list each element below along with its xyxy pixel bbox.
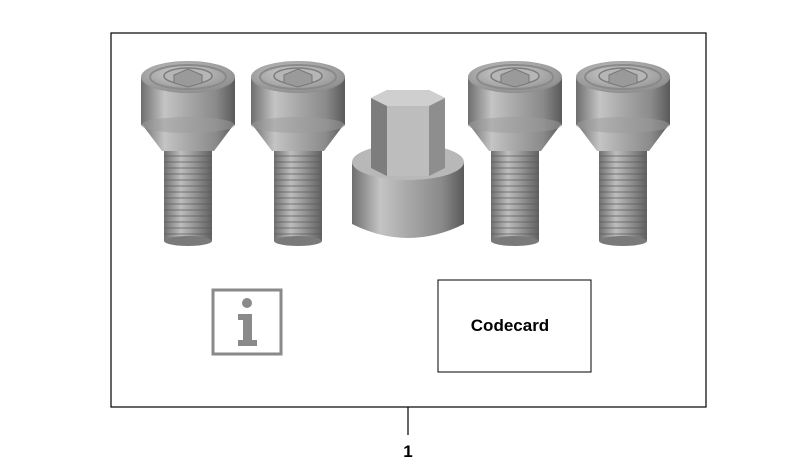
codecard-box xyxy=(437,279,592,373)
info-icon xyxy=(211,288,283,356)
callout-number: 1 xyxy=(403,442,412,461)
locking-adapter xyxy=(352,90,464,238)
codecard-label: Codecard xyxy=(471,316,549,335)
